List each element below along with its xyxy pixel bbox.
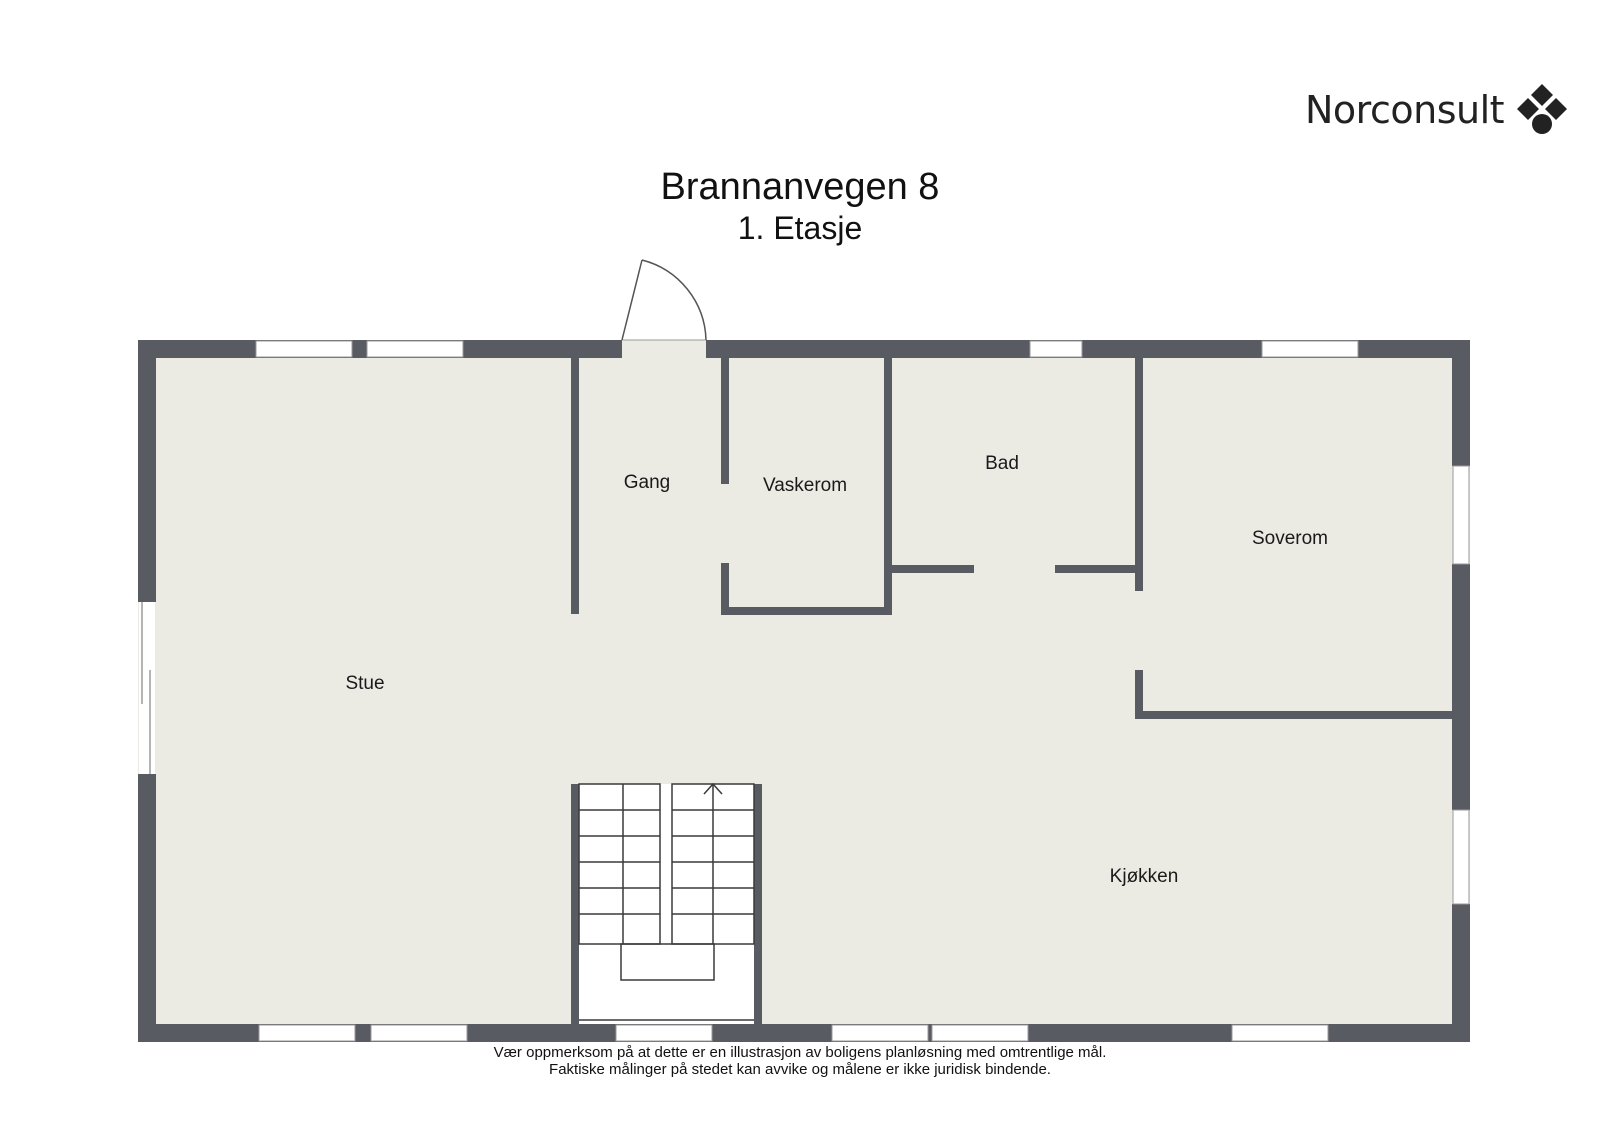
floor-area xyxy=(138,340,1470,1042)
entrance-door xyxy=(621,259,707,341)
window xyxy=(366,340,464,358)
room-label-kjokken: Kjøkken xyxy=(1110,866,1179,887)
room-label-soverom: Soverom xyxy=(1252,528,1328,549)
stair-direction-arrow-icon xyxy=(703,782,723,795)
disclaimer-line-1: Vær oppmerksom på at dette er en illustr… xyxy=(493,1044,1107,1061)
staircase[interactable] xyxy=(578,782,755,1024)
window xyxy=(258,1024,356,1042)
disclaimer-line-2: Faktiske målinger på stedet kan avvike o… xyxy=(549,1061,1051,1078)
window xyxy=(1452,465,1470,565)
window xyxy=(931,1024,1029,1042)
page-title: Brannanvegen 8 xyxy=(660,166,940,208)
diamond-cluster-icon xyxy=(1517,84,1568,134)
sliding-door xyxy=(139,602,155,774)
windows xyxy=(255,340,1470,1042)
window xyxy=(1452,809,1470,905)
disclaimer: Vær oppmerksom på at dette er en illustr… xyxy=(300,1044,1300,1078)
room-label-gang: Gang xyxy=(624,472,670,493)
window xyxy=(1231,1024,1329,1042)
room-label-stue: Stue xyxy=(345,673,384,694)
window xyxy=(1261,340,1359,358)
window xyxy=(831,1024,929,1042)
floor-subtitle: 1. Etasje xyxy=(737,210,863,246)
room-label-vaskerom: Vaskerom xyxy=(763,475,847,496)
window xyxy=(1029,340,1083,358)
title-block: Brannanvegen 8 1. Etasje xyxy=(560,166,1040,248)
interior-walls xyxy=(571,358,1452,1024)
window xyxy=(255,340,353,358)
room-label-bad: Bad xyxy=(985,453,1019,474)
brand-logo: Norconsult xyxy=(1305,82,1570,138)
window xyxy=(370,1024,468,1042)
window xyxy=(615,1024,713,1042)
brand-name: Norconsult xyxy=(1305,88,1505,132)
